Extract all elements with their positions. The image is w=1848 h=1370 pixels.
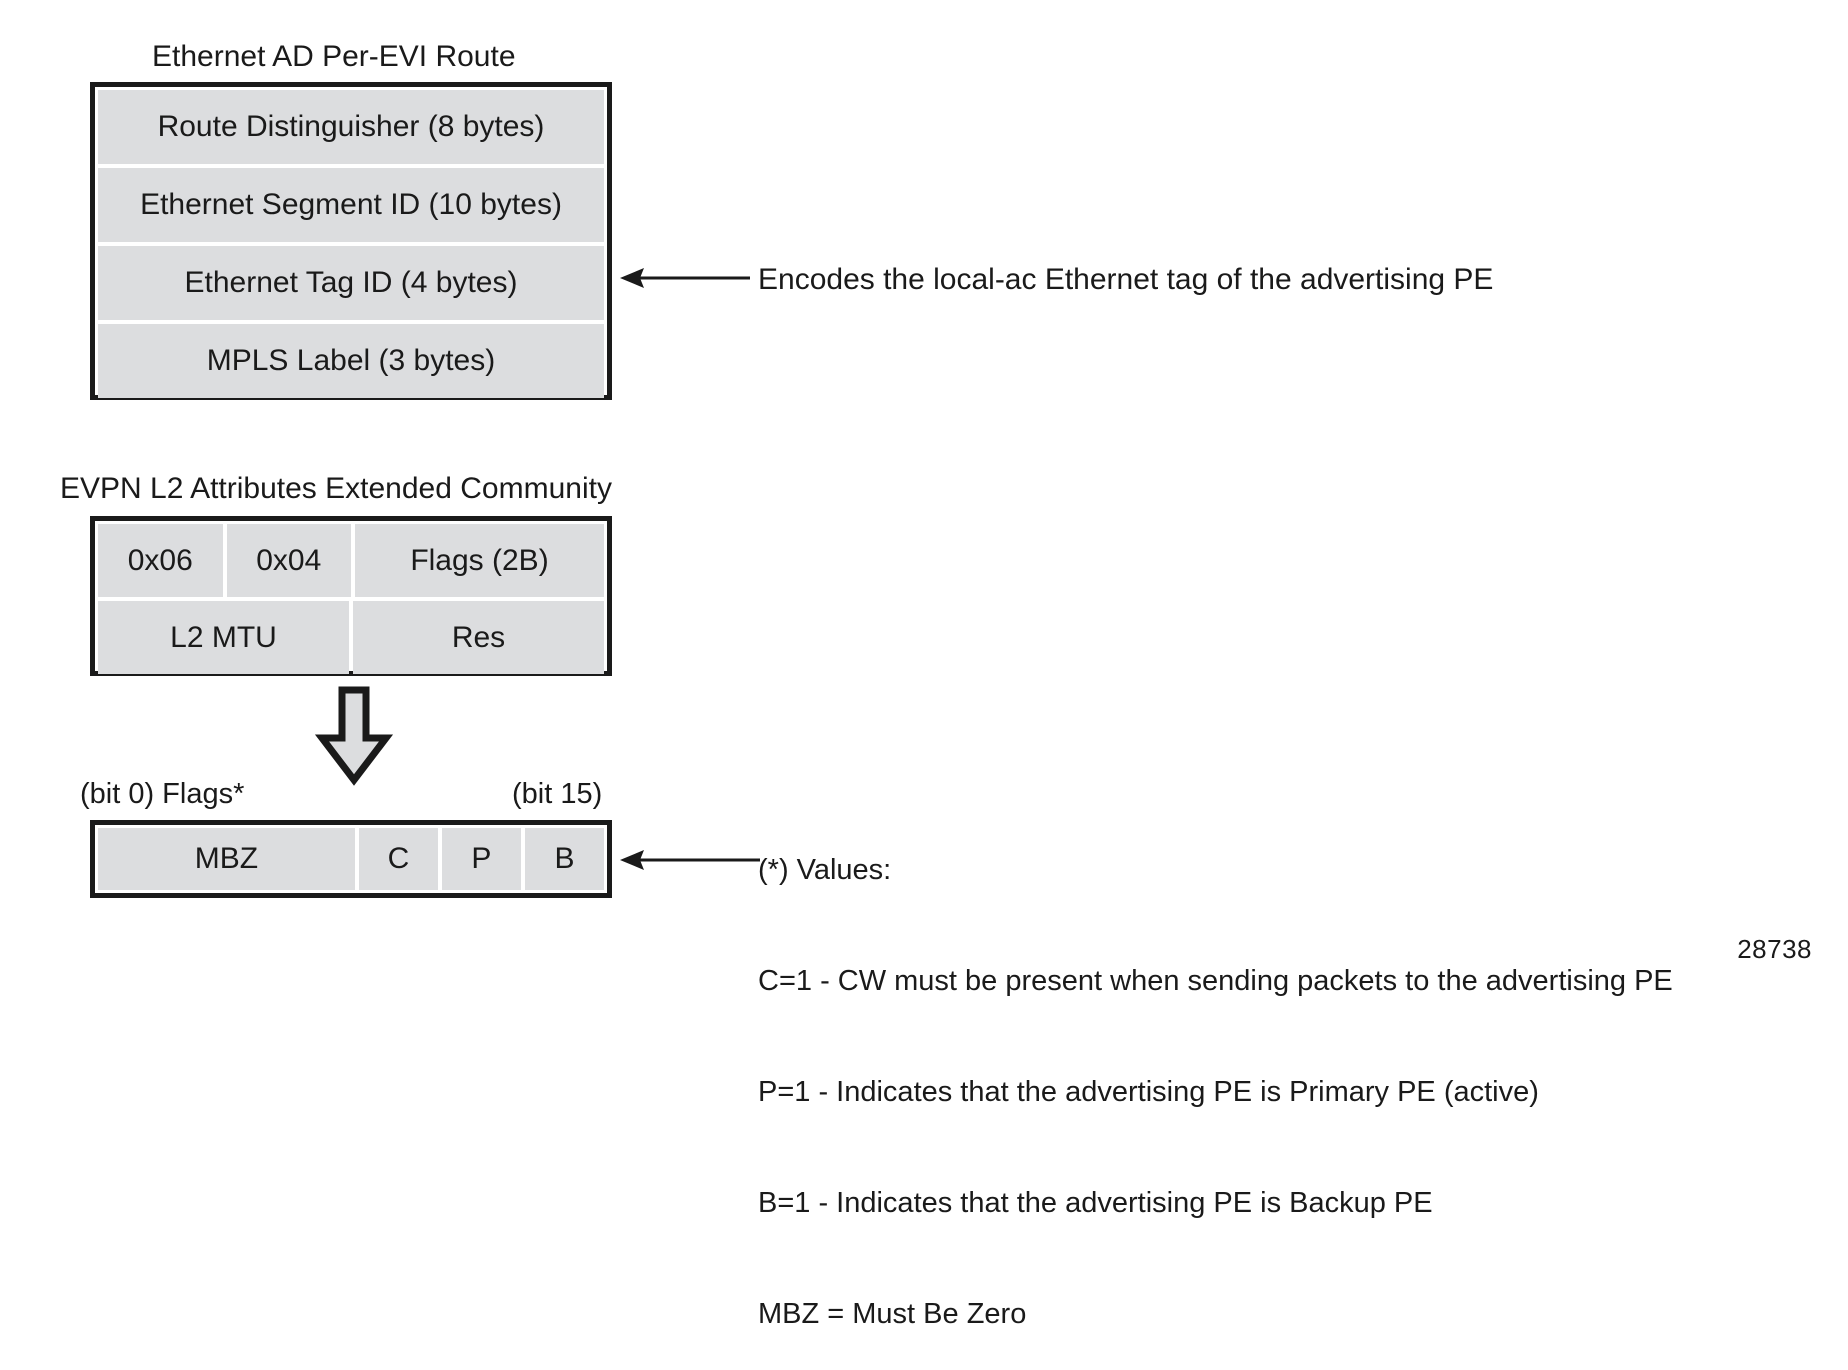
- field-subtype-0x04: 0x04: [226, 524, 351, 597]
- table-row: L2 MTU Res: [98, 601, 604, 674]
- field-flags-2b: Flags (2B): [355, 524, 604, 597]
- field-mpls-label: MPLS Label (3 bytes): [98, 324, 604, 398]
- l2-attributes-caption: EVPN L2 Attributes Extended Community: [60, 472, 612, 505]
- field-route-distinguisher: Route Distinguisher (8 bytes): [98, 90, 604, 164]
- legend-line-c: C=1 - CW must be present when sending pa…: [758, 965, 1673, 997]
- field-res: Res: [353, 601, 604, 674]
- left-pointing-arrow-icon: [612, 258, 752, 298]
- ad-route-caption: Ethernet AD Per-EVI Route: [152, 40, 516, 73]
- ad-route-annotation: Encodes the local-ac Ethernet tag of the…: [758, 263, 1494, 296]
- field-mbz: MBZ: [98, 828, 355, 890]
- field-b-bit: B: [524, 828, 604, 890]
- table-row: 0x06 0x04 Flags (2B): [98, 524, 604, 597]
- table-row: MBZ C P B: [98, 828, 604, 890]
- left-pointing-arrow-icon-2: [612, 840, 762, 880]
- field-c-bit: C: [358, 828, 438, 890]
- table-row: MPLS Label (3 bytes): [98, 324, 604, 398]
- figure-number: 28738: [1737, 934, 1812, 964]
- flags-bit15-label: (bit 15): [512, 778, 603, 810]
- l2-attributes-packet-table: 0x06 0x04 Flags (2B) L2 MTU Res: [90, 516, 612, 676]
- field-p-bit: P: [441, 828, 521, 890]
- legend-line-b: B=1 - Indicates that the advertising PE …: [758, 1187, 1433, 1219]
- legend-line-mbz: MBZ = Must Be Zero: [758, 1298, 1027, 1330]
- field-l2-mtu: L2 MTU: [98, 601, 349, 674]
- table-row: Ethernet Segment ID (10 bytes): [98, 168, 604, 242]
- down-arrow-icon: [314, 686, 394, 786]
- flags-packet-table: MBZ C P B: [90, 820, 612, 898]
- field-ethernet-segment-id: Ethernet Segment ID (10 bytes): [98, 168, 604, 242]
- table-row: Route Distinguisher (8 bytes): [98, 90, 604, 164]
- field-ethernet-tag-id: Ethernet Tag ID (4 bytes): [98, 246, 604, 320]
- table-row: Ethernet Tag ID (4 bytes): [98, 246, 604, 320]
- field-type-0x06: 0x06: [98, 524, 223, 597]
- flags-bit0-label: (bit 0) Flags*: [80, 778, 245, 810]
- ad-route-packet-table: Route Distinguisher (8 bytes) Ethernet S…: [90, 82, 612, 400]
- legend-title: (*) Values:: [758, 854, 892, 886]
- legend-line-p: P=1 - Indicates that the advertising PE …: [758, 1076, 1539, 1108]
- flags-legend: (*) Values: C=1 - CW must be present whe…: [758, 778, 1673, 1370]
